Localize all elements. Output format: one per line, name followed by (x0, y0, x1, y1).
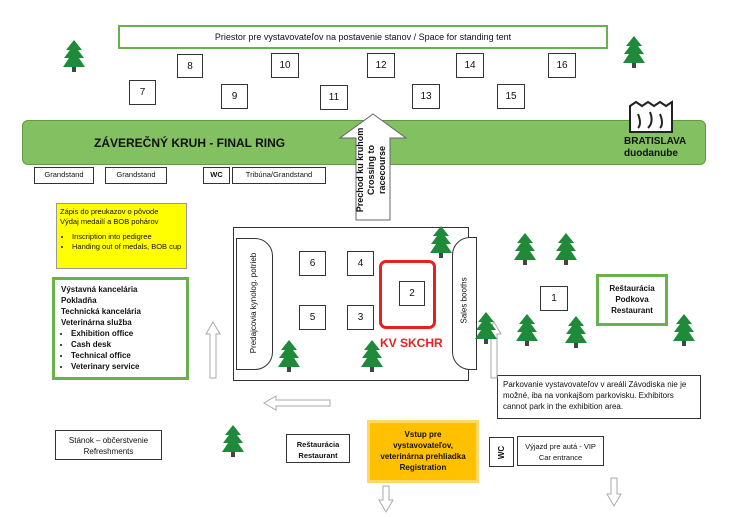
tree-icon (516, 314, 538, 346)
ring-14: 14 (456, 53, 484, 78)
bratislava-logo-icon (629, 100, 673, 133)
ring-16: 16 (548, 53, 576, 78)
tree-icon (475, 312, 497, 344)
ring-8: 8 (177, 54, 203, 78)
tree-icon (555, 233, 577, 265)
hall-ring-2: 2 (399, 281, 425, 306)
offices-box: Výstavná kancelária Pokladňa Technická k… (52, 277, 189, 380)
tent-area: Priestor pre vystavovateľov na postaveni… (118, 25, 608, 49)
wc-bottom: WC (489, 437, 514, 467)
sales-booths-label: Sales booths (459, 277, 469, 324)
hall-ring-6: 6 (299, 251, 326, 276)
ring-10: 10 (271, 53, 299, 78)
tree-icon (623, 36, 645, 68)
kv-label: KV SKCHR (380, 336, 443, 350)
sales-booths (452, 237, 477, 370)
tree-icon (565, 316, 587, 348)
grandstand-1: Grandstand (34, 167, 94, 184)
tree-icon (673, 314, 695, 346)
ring-15: 15 (497, 84, 525, 109)
final-ring-label: ZÁVEREČNÝ KRUH - FINAL RING (94, 136, 286, 150)
arrow-down-2 (606, 477, 622, 507)
tree-icon (514, 233, 536, 265)
crossing-arrow (338, 113, 408, 221)
hall-ring-4: 4 (347, 251, 374, 276)
wc-stand: WC (203, 167, 230, 184)
arrow-up-left (205, 321, 221, 379)
grandstand-2: Grandstand (105, 167, 167, 184)
tree-icon (430, 226, 452, 258)
logo-text-1: BRATISLAVA (624, 136, 687, 147)
parking-info: Parkovanie vystavovateľov v areáli Závod… (497, 375, 701, 419)
kynolog-booth (236, 238, 273, 370)
ring-7: 7 (129, 80, 156, 105)
kv-ring-highlight (379, 260, 436, 329)
kynolog-label: Predajcovia kynolog. potrieb (249, 252, 258, 354)
arrow-down (378, 485, 394, 513)
hall-ring-5: 5 (299, 305, 326, 330)
ring-11: 11 (320, 85, 348, 110)
logo-text-2: duodanube (624, 148, 678, 159)
arrow-left (263, 395, 331, 411)
tree-icon (278, 340, 300, 372)
ring-9: 9 (221, 84, 248, 109)
tree-icon (222, 425, 244, 457)
tree-icon (63, 40, 85, 72)
tree-icon (361, 340, 383, 372)
ring-1: 1 (540, 286, 568, 311)
registration-info: Zápis do preukazov o pôvode Výdaj medail… (56, 203, 187, 269)
hall-ring-3: 3 (347, 305, 374, 330)
tribuna-grandstand: Tribúna/Grandstand (232, 167, 326, 184)
ring-13: 13 (412, 84, 440, 109)
ring-12: 12 (367, 53, 395, 78)
